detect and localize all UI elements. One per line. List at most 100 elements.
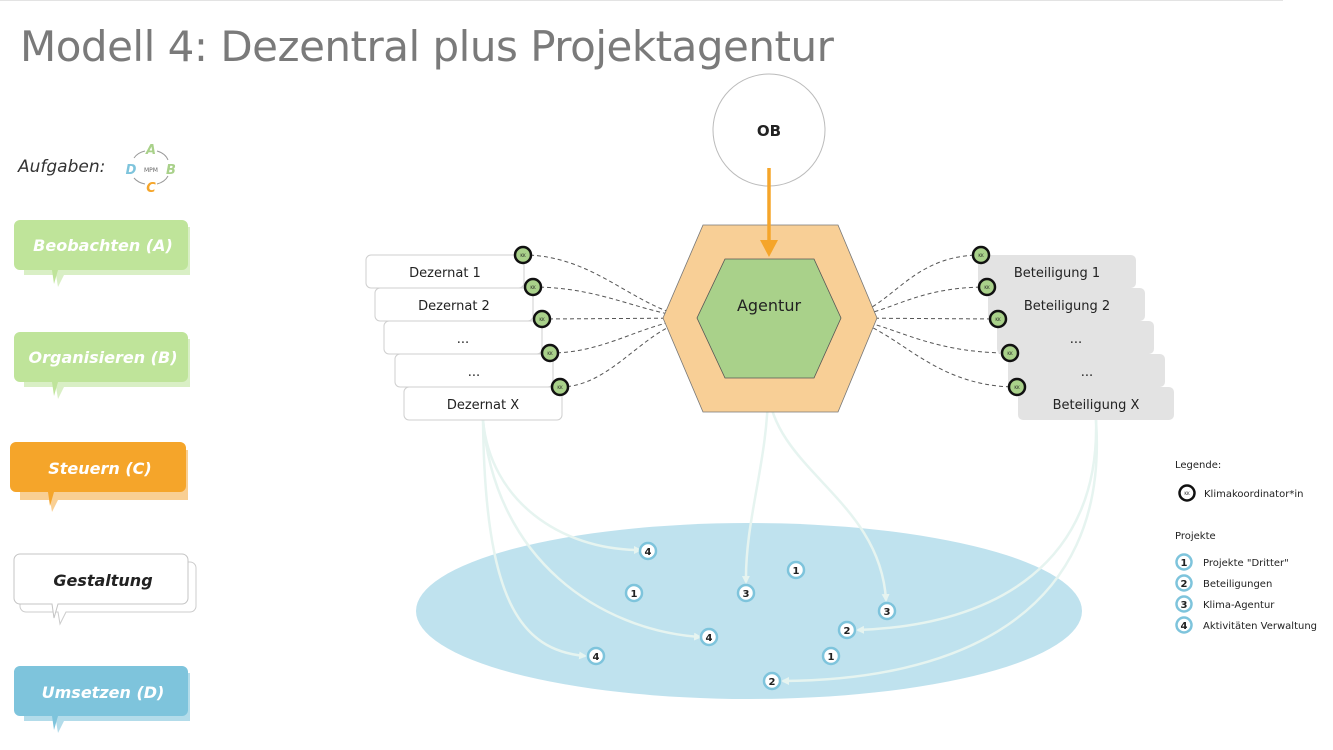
svg-text:3: 3 [743,589,750,600]
task-button-umsetzen[interactable]: Umsetzen (D) [14,666,190,733]
projects-ellipse [416,523,1082,699]
project-badge: 4 [586,646,606,666]
svg-text:1: 1 [793,566,800,577]
svg-text:2: 2 [844,626,851,637]
task-label-gestaltung: Gestaltung [53,571,152,590]
agency-inner-hexagon[interactable] [696,258,842,379]
svg-text:KK: KK [1184,491,1190,496]
beteiligung-box[interactable]: Beteiligung 2 [988,288,1145,321]
svg-text:4: 4 [706,633,713,644]
svg-text:KK: KK [1014,385,1020,390]
project-connectors [481,389,1099,685]
svg-text:Dezernat 1: Dezernat 1 [409,266,481,281]
kk-badge: KK [540,343,560,363]
legend-kk-label: Klimakoordinator*in [1204,489,1303,500]
legend-item-label: Aktivitäten Verwaltung [1203,621,1317,632]
legend-project-icon [1175,574,1193,592]
project-badge: 1 [786,560,806,580]
legend-item-label: Klima-Agentur [1203,600,1275,611]
kk-badge: KK [523,277,543,297]
svg-text:KK: KK [539,317,545,322]
task-label-beobachten: Beobachten (A) [33,236,173,255]
dezernat-box[interactable]: Dezernat X [403,386,563,421]
project-badge: 1 [624,583,644,603]
mpm-d: D [126,163,137,178]
svg-text:...: ... [468,365,480,380]
kk-badge: KK [971,245,991,265]
kk-badge: KK [977,277,997,297]
agency-label: Agentur [737,296,802,315]
legend-kk-icon [1178,484,1196,502]
svg-text:Dezernat X: Dezernat X [447,398,519,413]
beteiligung-box[interactable]: ... [997,321,1154,354]
svg-text:3: 3 [884,607,891,618]
svg-text:...: ... [1070,332,1082,347]
svg-text:KK: KK [995,317,1001,322]
legend-projects-title: Projekte [1175,531,1216,542]
project-badge: 1 [821,646,841,666]
task-button-beobachten[interactable]: Beobachten (A) [14,220,190,287]
project-badge: 2 [837,620,857,640]
svg-text:3: 3 [1181,600,1188,611]
svg-text:KK: KK [1007,351,1013,356]
svg-text:Beteiligung X: Beteiligung X [1053,398,1140,413]
svg-text:2: 2 [769,677,776,688]
svg-text:KK: KK [978,253,984,258]
dezernat-box[interactable]: ... [394,353,554,388]
task-button-steuern[interactable]: Steuern (C) [10,442,188,512]
svg-text:KK: KK [547,351,553,356]
legend-item-label: Beteiligungen [1203,579,1272,590]
svg-text:4: 4 [645,547,652,558]
dezernat-box[interactable]: Dezernat 2 [374,287,534,322]
task-label-steuern: Steuern (C) [48,459,151,478]
project-badge: 3 [877,601,897,621]
svg-text:4: 4 [593,652,600,663]
ob-label: OB [757,122,781,140]
project-badge: 2 [762,671,782,691]
svg-text:KK: KK [984,285,990,290]
page-title: Modell 4: Dezentral plus Projektagentur [20,22,834,71]
beteiligung-box[interactable]: Beteiligung 1 [978,255,1136,288]
ob-arrow [760,168,778,257]
kk-badge: KK [532,309,552,329]
svg-text:Beteiligung 2: Beteiligung 2 [1024,299,1110,314]
task-button-organisieren[interactable]: Organisieren (B) [14,332,190,399]
svg-text:Dezernat 2: Dezernat 2 [418,299,490,314]
svg-text:1: 1 [1181,558,1188,569]
dezernat-box[interactable]: Dezernat 1 [365,254,525,289]
mpm-a: A [145,143,156,158]
svg-text:4: 4 [1181,621,1188,632]
top-divider [0,0,1283,1]
project-badge: 4 [638,541,658,561]
aufgaben-label: Aufgaben: [18,157,106,177]
svg-text:KK: KK [557,385,563,390]
project-badge: 3 [736,583,756,603]
svg-text:Beteiligung 1: Beteiligung 1 [1014,266,1100,281]
kk-badge: KK [550,377,570,397]
legend-project-icon [1175,553,1193,571]
mpm-b: B [166,163,176,178]
svg-text:2: 2 [1181,579,1188,590]
svg-text:...: ... [457,332,469,347]
kk-badge: KK [988,309,1008,329]
svg-text:1: 1 [828,652,835,663]
svg-text:...: ... [1081,365,1093,380]
svg-text:KK: KK [530,285,536,290]
kk-badge: KK [1000,343,1020,363]
legend-project-icon [1175,595,1193,613]
svg-text:KK: KK [520,253,526,258]
beteiligung-box[interactable]: Beteiligung X [1018,387,1174,420]
mpm-c: C [146,181,156,196]
mpm-center: MPM [144,167,158,174]
svg-text:1: 1 [631,589,638,600]
kk-badge: KK [513,245,533,265]
task-label-umsetzen: Umsetzen (D) [42,683,165,702]
legend: Legende: KK Klimakoordinator*in Projekte… [1175,460,1317,634]
project-badge: 4 [699,627,719,647]
task-button-gestaltung[interactable]: Gestaltung [13,553,197,626]
legend-project-icon [1175,616,1193,634]
beteiligung-box[interactable]: ... [1008,354,1165,387]
mpm-cycle-icon: A B C D MPM [126,143,176,196]
dezernat-box[interactable]: ... [383,320,543,355]
